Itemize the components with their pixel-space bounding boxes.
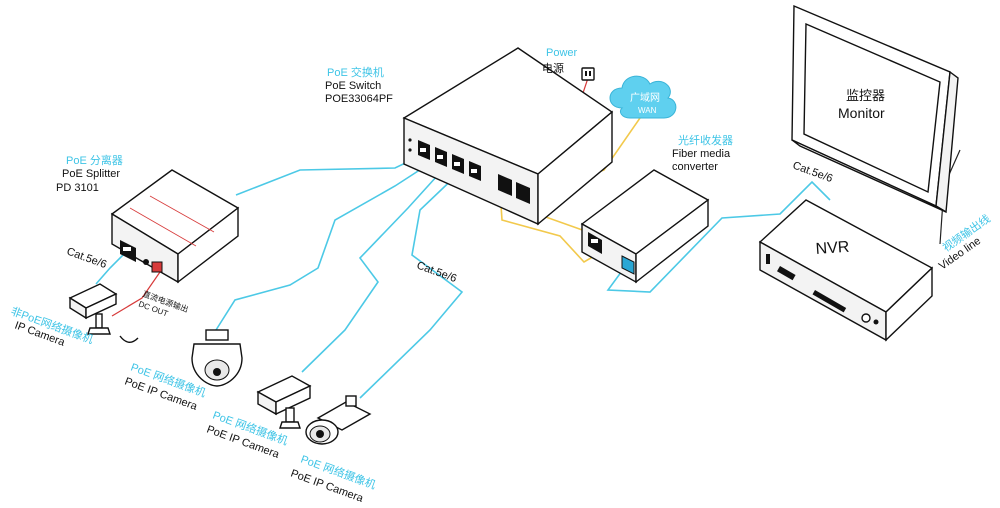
cat-label-left: Cat.5e/6 <box>65 246 108 272</box>
nvr <box>758 199 934 342</box>
wan-cloud-icon <box>609 75 677 119</box>
monitor-label-en: Monitor <box>838 105 885 121</box>
nvr-label: NVR <box>815 239 850 258</box>
switch-label-en-1: PoE Switch <box>325 80 381 92</box>
splitter-label-en-1: PoE Splitter <box>62 168 120 180</box>
wan-label-en: WAN <box>638 106 657 115</box>
splitter-label-en-2: PD 3101 <box>56 182 99 194</box>
power-plug <box>581 67 595 81</box>
poe-switch <box>402 47 614 226</box>
cable-switch-to-bullet-camera-1 <box>301 164 448 373</box>
splitter-label-cn: PoE 分离器 <box>66 153 123 167</box>
power-label-cn: 电源 <box>542 61 564 75</box>
cable-switch-to-bullet-camera-2 <box>359 169 464 399</box>
switch-label-en-2: POE33064PF <box>325 93 393 105</box>
monitor-label-cn: 监控器 <box>846 88 885 103</box>
cables-layer <box>95 77 961 399</box>
bullet-camera-2 <box>305 395 372 445</box>
converter-label-cn: 光纤收发器 <box>678 133 733 147</box>
converter-label-en-2: converter <box>672 161 718 173</box>
cat-label-middle: Cat.5e/6 <box>415 260 458 286</box>
switch-label-cn: PoE 交换机 <box>327 65 384 79</box>
monitor <box>791 4 959 214</box>
bullet-camera-1 <box>256 375 312 429</box>
cable-switch-to-dome-camera <box>215 161 433 331</box>
cable-converter-to-nvr <box>606 180 831 293</box>
poe-splitter <box>110 169 240 284</box>
converter-label-en-1: Fiber media <box>672 148 731 160</box>
cat-label-right: Cat.5e/6 <box>791 160 834 186</box>
dome-camera <box>191 329 243 387</box>
wan-label-cn: 广域网 <box>630 91 660 104</box>
switch-ports <box>418 140 530 204</box>
cable-dc-out-to-ip-camera <box>111 271 161 317</box>
ip-camera-box <box>68 283 139 343</box>
power-label-en: Power <box>546 47 578 59</box>
cable-splitter-to-ip-camera <box>95 251 127 285</box>
fiber-media-converter <box>580 169 710 284</box>
